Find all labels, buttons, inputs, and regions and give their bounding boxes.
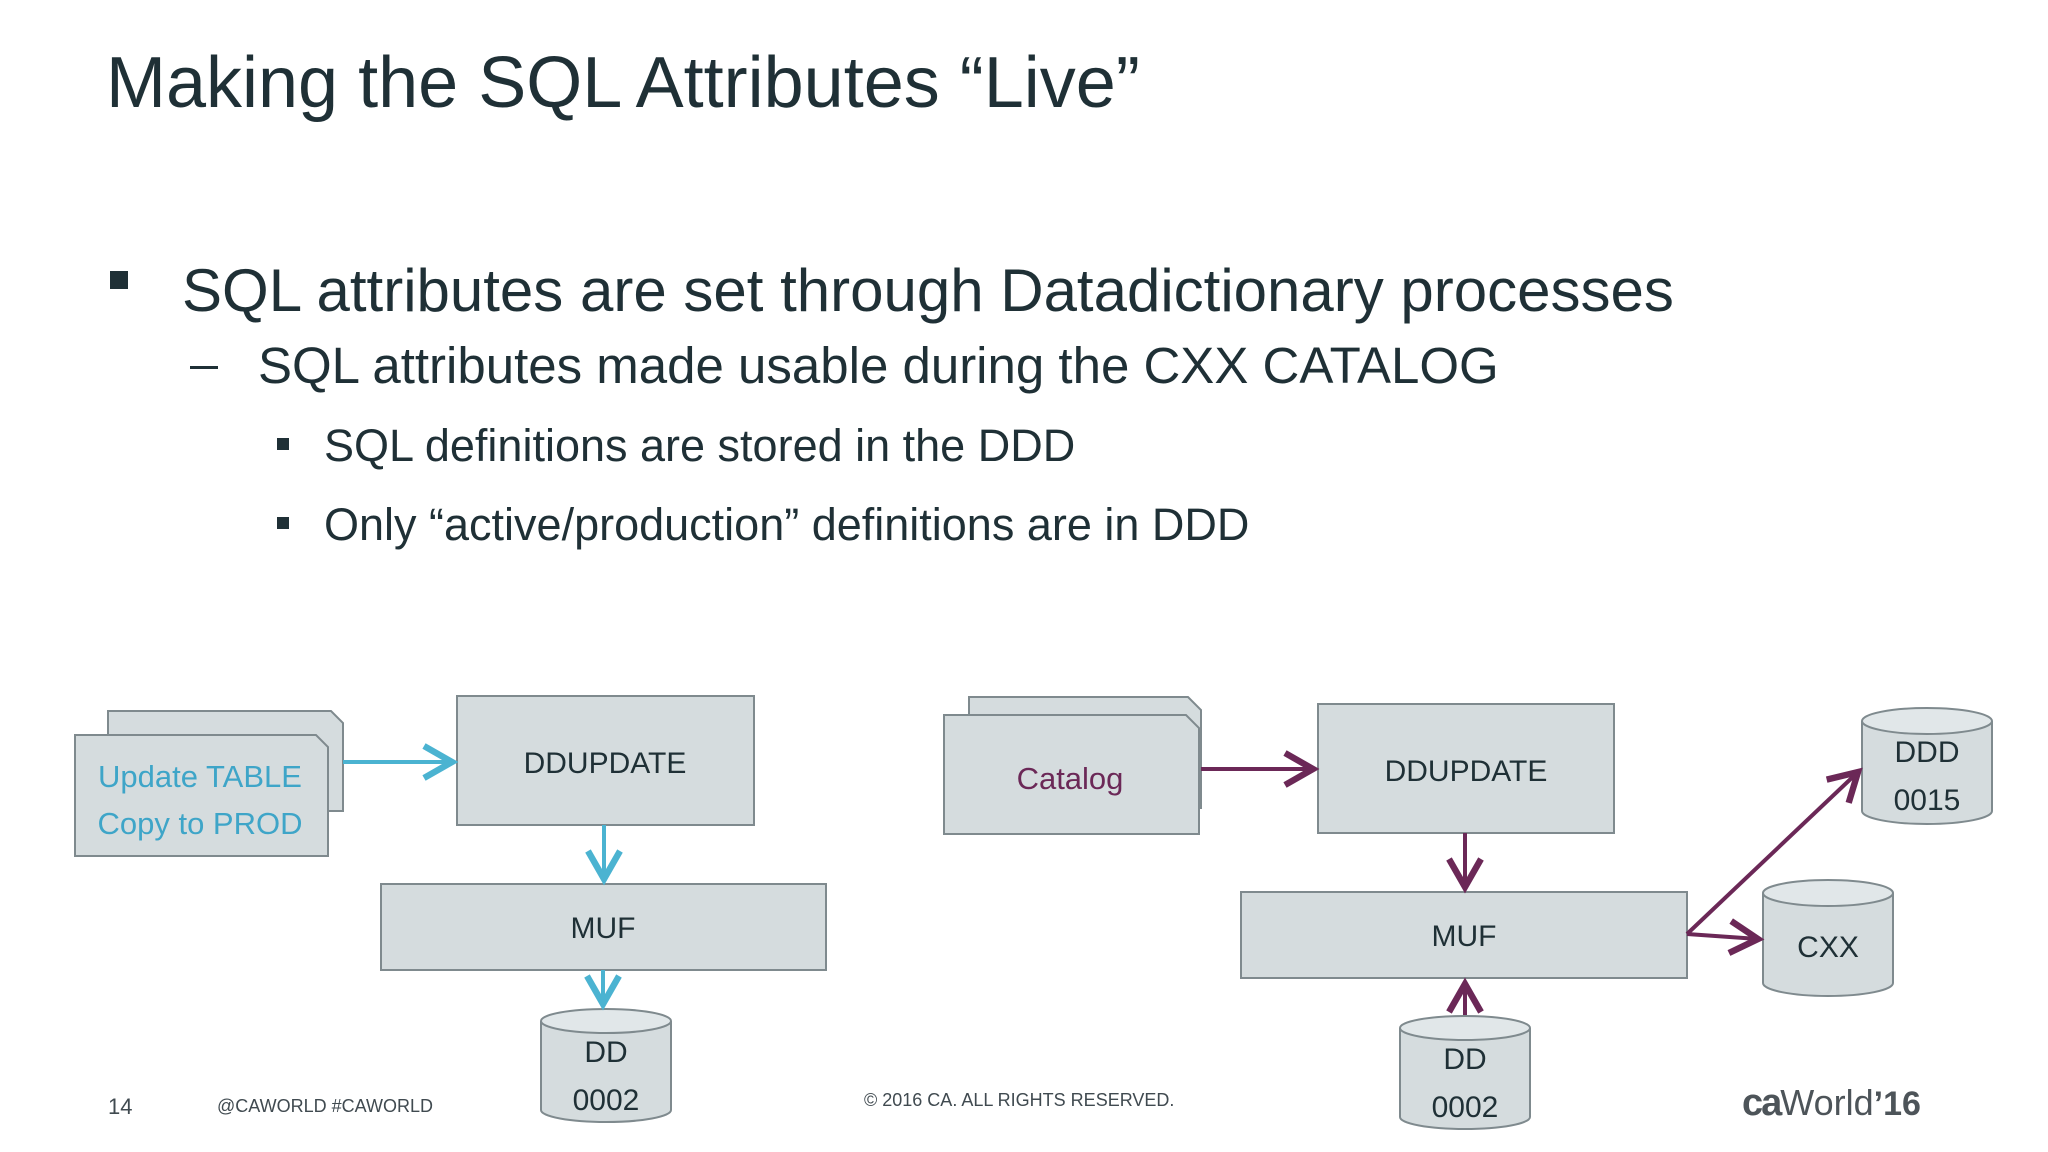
ddd-line-2: 0015: [1894, 784, 1961, 817]
ca-world-logo: caWorld’16: [1742, 1082, 1921, 1125]
left-doc-line-1: Update TABLE: [98, 759, 302, 794]
logo-year: ’16: [1873, 1085, 1921, 1123]
logo-world: World: [1780, 1082, 1874, 1123]
left-doc-line-2: Copy to PROD: [97, 806, 302, 841]
sub-bullet-1-text: SQL attributes made usable during the CX…: [258, 337, 1499, 394]
right-dd-line-1: DD: [1443, 1043, 1486, 1076]
right-arrow-muf-to-ddd: [1685, 767, 1863, 936]
sub-sub-bullet-1-text: SQL definitions are stored in the DDD: [324, 420, 1076, 471]
left-muf-label: MUF: [571, 912, 636, 945]
left-ddupdate-label: DDUPDATE: [524, 747, 687, 780]
square-bullet-icon: [277, 438, 289, 450]
right-arrow-muf-to-cxx: [1686, 918, 1765, 956]
left-muf-box: [380, 883, 827, 971]
left-dd-cylinder: [540, 1008, 672, 1123]
footer-social: @CAWORLD #CAWORLD: [217, 1096, 433, 1116]
square-bullet-icon: [110, 271, 128, 289]
right-dd-line-2: 0002: [1432, 1091, 1499, 1124]
right-doc-label: Catalog: [1017, 761, 1124, 796]
left-dd-line-2: 0002: [573, 1084, 640, 1117]
right-ddupdate-box: [1317, 703, 1615, 834]
slide-title: Making the SQL Attributes “Live”: [106, 43, 1140, 123]
dash-bullet-icon: [190, 366, 218, 369]
right-doc-stack: [943, 696, 1202, 835]
left-doc-stack: [74, 710, 344, 857]
cxx-cylinder: [1762, 879, 1894, 997]
cxx-label: CXX: [1797, 931, 1859, 964]
right-dd-cylinder: [1399, 1015, 1531, 1130]
footer-copyright: © 2016 CA. ALL RIGHTS RESERVED.: [864, 1090, 1175, 1110]
square-bullet-icon: [277, 517, 289, 529]
right-ddupdate-label: DDUPDATE: [1385, 755, 1548, 788]
page-number: 14: [108, 1094, 133, 1119]
ddd-line-1: DDD: [1895, 736, 1960, 769]
sub-sub-bullet-2-text: Only “active/production” definitions are…: [324, 499, 1250, 550]
logo-ca: ca: [1742, 1082, 1782, 1124]
ddd-cylinder: [1861, 707, 1993, 825]
bullet-1-text: SQL attributes are set through Datadicti…: [182, 257, 1674, 324]
left-dd-line-1: DD: [584, 1036, 627, 1069]
right-muf-label: MUF: [1432, 920, 1497, 953]
